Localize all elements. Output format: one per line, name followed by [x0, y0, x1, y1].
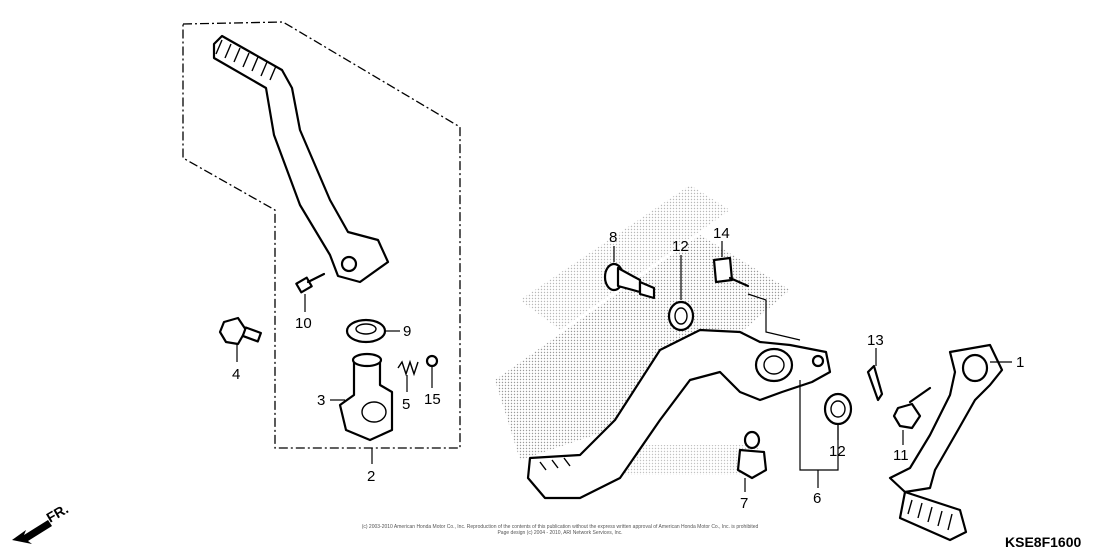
ball-15	[425, 354, 439, 368]
gear-shift-pedal-1	[888, 343, 1004, 542]
oil-seal-9	[345, 318, 387, 344]
copyright-line-1: (c) 2003-2010 American Honda Motor Co., …	[362, 524, 759, 530]
spring-hook-7	[736, 430, 768, 480]
callout-10: 10	[295, 315, 312, 332]
clip-14	[712, 256, 750, 288]
callout-6: 6	[813, 490, 821, 507]
callout-9: 9	[403, 323, 411, 340]
brake-pedal	[526, 328, 832, 500]
callout-4: 4	[232, 366, 240, 383]
front-direction-arrow-icon	[12, 520, 52, 544]
kick-starter-arm	[212, 34, 390, 284]
callout-5: 5	[402, 396, 410, 413]
callout-3: 3	[317, 392, 325, 409]
callout-11: 11	[893, 447, 909, 464]
bushing-12-lower	[823, 392, 853, 426]
copyright-line-2: Page design (c) 2004 - 2010, ARI Network…	[497, 530, 622, 536]
callout-1: 1	[1016, 354, 1024, 371]
spindle-3	[338, 352, 394, 442]
callout-14: 14	[713, 225, 730, 242]
bushing-12-upper	[667, 300, 695, 332]
assembly-outline-2	[182, 21, 461, 449]
diagram-code: KSE8F1600	[1005, 534, 1081, 550]
callout-12-lower: 12	[829, 443, 846, 460]
pin-8	[603, 262, 656, 300]
callout-12-upper: 12	[672, 238, 689, 255]
callout-7: 7	[740, 495, 748, 512]
callout-2: 2	[367, 468, 375, 485]
spring-5	[397, 359, 419, 377]
leader-lines	[236, 241, 1012, 492]
bolt-10	[295, 272, 326, 294]
callout-8: 8	[609, 229, 617, 246]
bolt-11	[892, 386, 932, 430]
cotter-pin-13	[866, 364, 884, 402]
callout-15: 15	[424, 391, 441, 408]
callout-13: 13	[867, 332, 884, 349]
bolt-4	[218, 316, 262, 346]
